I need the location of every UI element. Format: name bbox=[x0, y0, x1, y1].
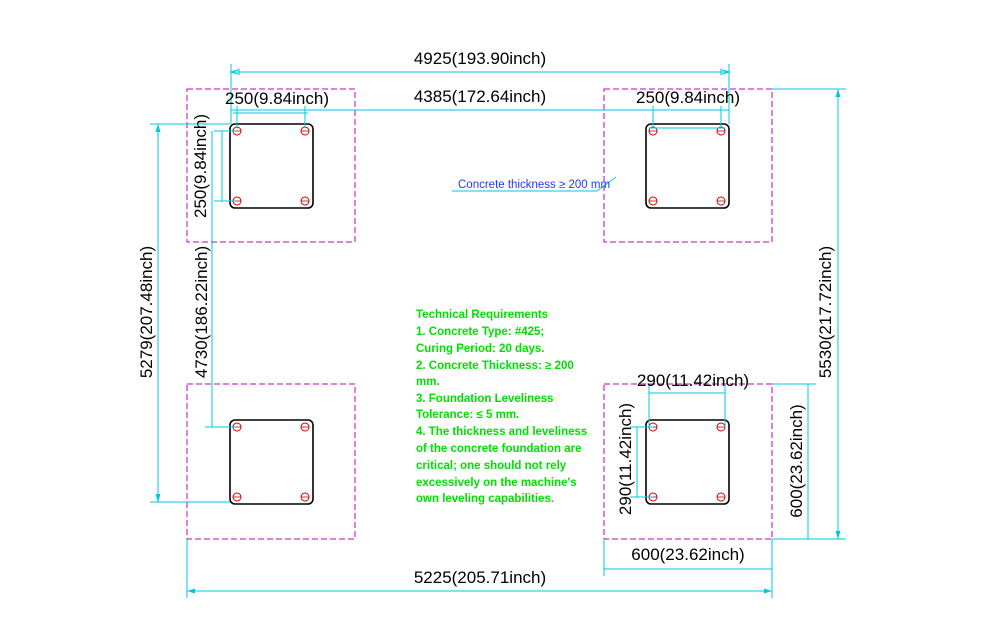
dim-left-overall-lines bbox=[150, 123, 230, 503]
dim-top-left-plate-lines bbox=[233, 106, 308, 128]
plate-bottom-left bbox=[229, 419, 314, 505]
dim-bottom-overall-lines bbox=[186, 539, 773, 598]
requirements-line: 4. The thickness and leveliness bbox=[416, 426, 587, 438]
requirements-line: of the concrete foundation are bbox=[416, 443, 582, 455]
requirements-line: Curing Period: 20 days. bbox=[416, 343, 544, 355]
note-leader bbox=[452, 176, 617, 192]
zone-top-right bbox=[603, 88, 773, 243]
requirements-title: Technical Requirements bbox=[416, 309, 548, 321]
dim-br-plate-width: 290(11.42inch) bbox=[637, 371, 749, 390]
dim-br-plate-height: 290(11.42inch) bbox=[616, 403, 635, 515]
zone-top-left bbox=[186, 88, 356, 243]
requirements-line: Tolerance: ≤ 5 mm. bbox=[416, 409, 519, 421]
requirements-line: excessively on the machine's bbox=[416, 477, 577, 489]
dim-br-zone-width: 600(23.62inch) bbox=[631, 545, 744, 564]
dim-br-plate-width-lines bbox=[648, 385, 726, 427]
requirements-line: 1. Concrete Type: #425; bbox=[416, 326, 544, 338]
plate-top-left bbox=[229, 123, 314, 209]
dim-left-inner: 4730(186.22inch) bbox=[192, 246, 211, 378]
dim-top-overall: 4925(193.90inch) bbox=[414, 49, 546, 68]
plate-bottom-right bbox=[645, 419, 730, 505]
technical-requirements: Technical Requirements 1. Concrete Type:… bbox=[416, 309, 587, 505]
requirements-line: 2. Concrete Thickness: ≥ 200 bbox=[416, 360, 574, 372]
dim-left-plate-height-lines bbox=[214, 130, 236, 202]
dim-br-zone-width-lines bbox=[603, 539, 773, 576]
dim-br-zone-height-lines bbox=[772, 383, 816, 540]
dim-left-inner-lines bbox=[205, 131, 236, 428]
dim-br-zone-height: 600(23.62inch) bbox=[787, 404, 806, 517]
dim-left-overall: 5279(207.48inch) bbox=[137, 246, 156, 378]
requirements-line: mm. bbox=[416, 376, 440, 388]
dim-br-plate-height-lines bbox=[630, 426, 653, 498]
zone-bottom-right bbox=[603, 383, 773, 540]
dim-top-right-plate-lines bbox=[649, 106, 725, 129]
dim-top-left-plate: 250(9.84inch) bbox=[225, 89, 329, 108]
concrete-thickness-note: Concrete thickness ≥ 200 mm bbox=[458, 179, 610, 191]
dim-top-right-plate: 250(9.84inch) bbox=[636, 88, 740, 107]
dim-left-plate-height: 250(9.84inch) bbox=[191, 114, 210, 218]
requirements-line: critical; one should not rely bbox=[416, 460, 567, 472]
zone-bottom-left bbox=[186, 383, 356, 540]
dim-bottom-overall: 5225(205.71inch) bbox=[414, 568, 546, 587]
requirements-line: own leveling capabilities. bbox=[416, 493, 554, 505]
requirements-line: 3. Foundation Leveliness bbox=[416, 393, 553, 405]
plate-top-right bbox=[645, 123, 730, 209]
dim-top-overall-lines bbox=[229, 64, 731, 124]
dim-right-overall: 5530(217.72inch) bbox=[816, 246, 835, 378]
dim-top-inner: 4385(172.64inch) bbox=[414, 87, 546, 106]
